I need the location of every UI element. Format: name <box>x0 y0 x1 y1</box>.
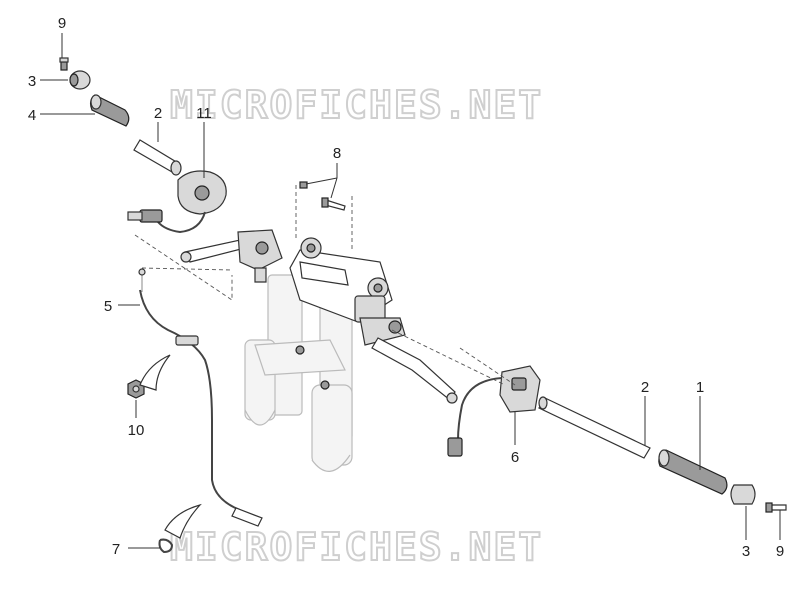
left-brake-lever <box>180 229 283 283</box>
part-8-screws <box>299 181 346 211</box>
leader-lines <box>40 33 781 549</box>
part-2-throttle-tube-right <box>538 396 651 459</box>
part-9-screw-right <box>765 502 787 513</box>
part-1-grip-right <box>658 449 728 495</box>
part-3-bar-end-right <box>730 484 756 505</box>
part-9-screw-left <box>59 57 69 71</box>
callout-4: 4 <box>28 107 36 124</box>
callout-2-right: 2 <box>641 379 649 396</box>
right-clutch-lever <box>359 317 458 404</box>
callout-3-bottom-right: 3 <box>742 543 750 560</box>
callout-3-top-left: 3 <box>28 73 36 90</box>
part-6-right-switch <box>447 365 541 457</box>
part-5-cable <box>138 268 263 527</box>
callout-5: 5 <box>104 298 112 315</box>
watermark-bottom: MICROFICHES.NET <box>170 525 543 569</box>
callout-2-left: 2 <box>154 105 162 122</box>
callout-8: 8 <box>333 145 341 162</box>
part-7-clip <box>158 538 174 554</box>
part-3-bar-end-left <box>69 70 91 90</box>
callout-6: 6 <box>511 449 519 466</box>
watermark-top: MICROFICHES.NET <box>170 83 543 127</box>
callout-9-bottom-right: 9 <box>776 543 784 560</box>
callout-11: 11 <box>196 105 212 122</box>
fork-assembly <box>244 237 393 472</box>
callout-9-top-left: 9 <box>58 15 66 32</box>
callout-1: 1 <box>696 379 704 396</box>
part-11-switch-housing <box>127 170 227 234</box>
part-4-grip <box>89 94 130 127</box>
callout-7: 7 <box>112 541 120 558</box>
callout-10: 10 <box>128 422 145 439</box>
part-2-throttle-tube-left <box>133 139 182 176</box>
